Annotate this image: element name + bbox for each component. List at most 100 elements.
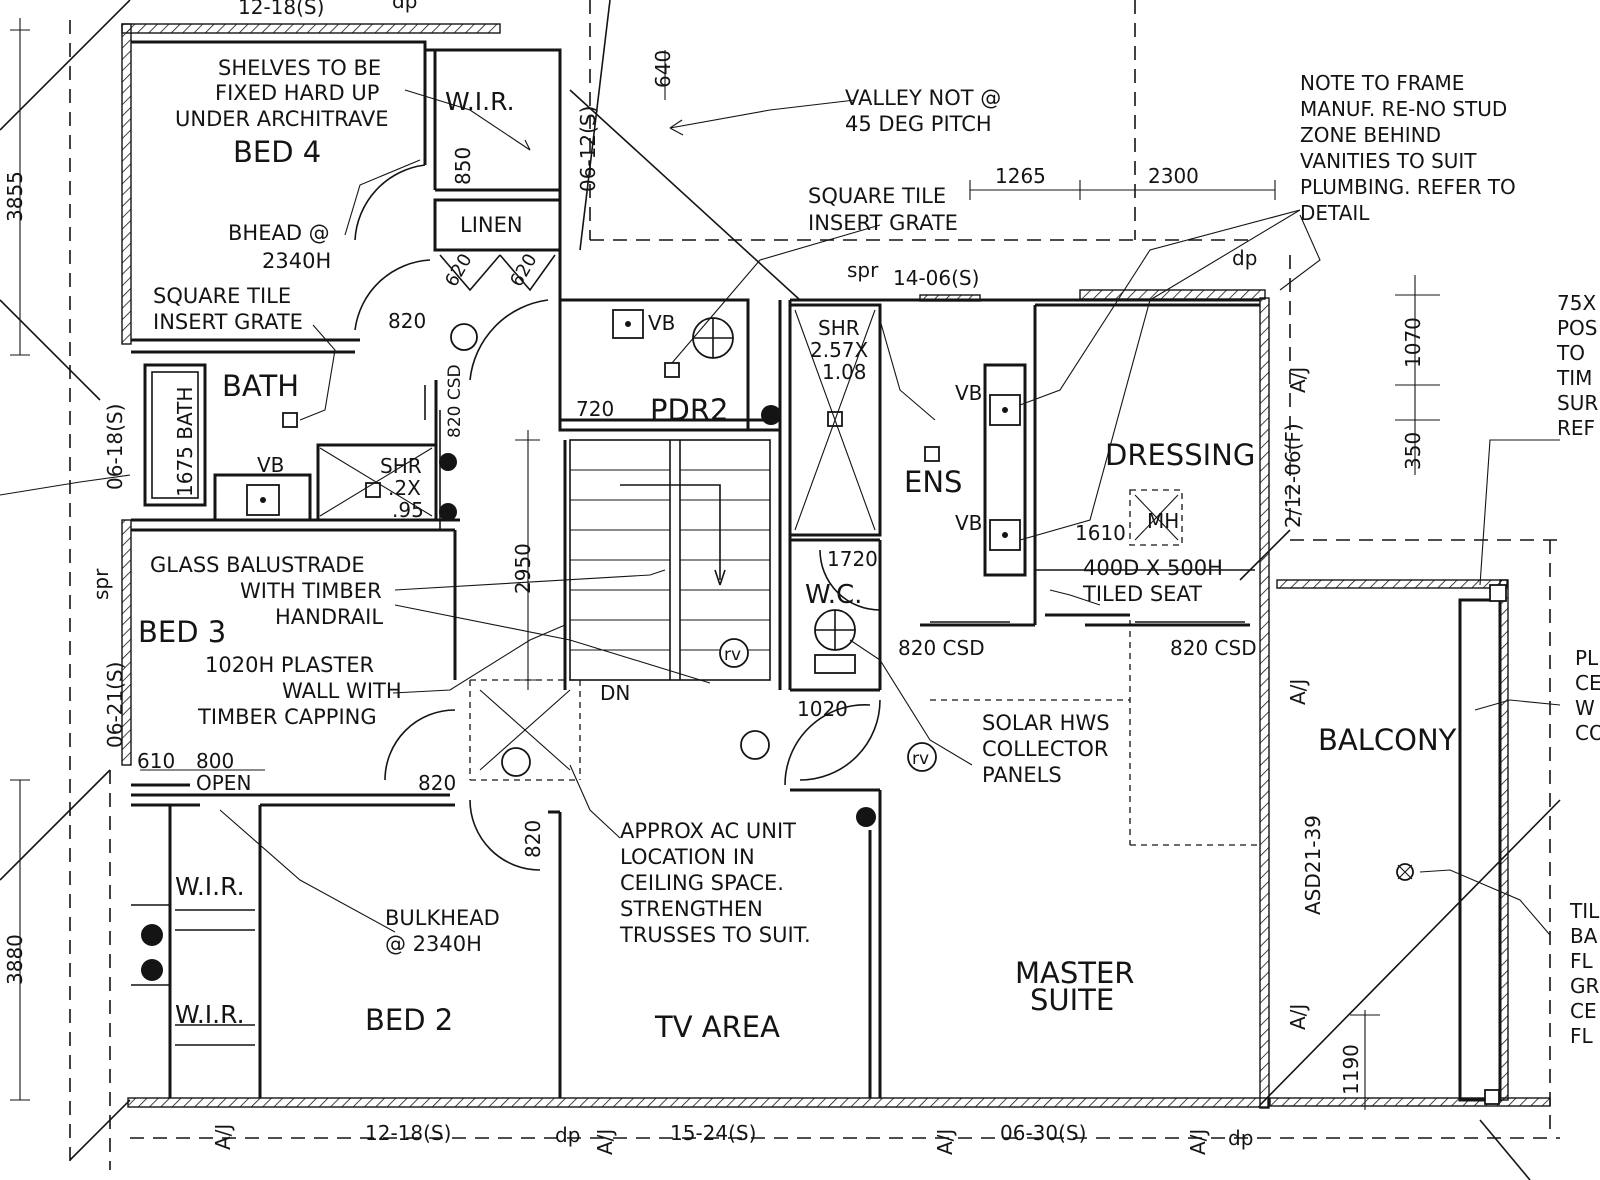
note-solar-1: SOLAR HWS [982, 711, 1110, 735]
room-label-balcony: BALCONY [1318, 723, 1457, 757]
note-frame-5: PLUMBING. REFER TO [1300, 175, 1516, 199]
dim-14-06: 14-06(S) [893, 266, 979, 290]
room-label-pdr2: PDR2 [650, 393, 728, 427]
note-shr-bath-3: .95 [392, 498, 424, 522]
room-label-bath: BATH [222, 369, 299, 403]
dim-2300: 2300 [1148, 164, 1199, 188]
note-right1-1: 75X [1557, 291, 1596, 315]
note-ac-2: LOCATION IN [620, 845, 755, 869]
dim-1720: 1720 [827, 547, 878, 571]
note-right3-1: TIL [1569, 899, 1600, 923]
dim-spr-top: spr [847, 258, 879, 282]
label-vb-bath: VB [257, 453, 284, 477]
note-frame-2: MANUF. RE-NO STUD [1300, 97, 1507, 121]
label-vb-ens-1: VB [955, 381, 982, 405]
room-label-wir-b: W.I.R. [175, 1000, 245, 1029]
note-right3-3: FL [1570, 949, 1594, 973]
room-label-linen: LINEN [460, 213, 523, 237]
note-right3-2: BA [1570, 924, 1598, 948]
note-grate1-2: INSERT GRATE [153, 310, 303, 334]
dim-12-18-top: 12-18(S) [238, 0, 324, 19]
note-glass-2: WITH TIMBER [240, 579, 382, 603]
note-ac-3: CEILING SPACE. [620, 871, 784, 895]
note-valley-1: VALLEY NOT @ [845, 86, 1001, 110]
note-seat-1: 400D X 500H [1083, 556, 1223, 580]
room-labels: BED 4 BATH BED 3 BED 2 W.I.R. W.I.R. W.I… [138, 87, 1457, 1044]
dim-820-csd-bath: 820 CSD [445, 364, 465, 438]
label-vb-ens-2: VB [955, 511, 982, 535]
note-right1-4: TIM [1556, 366, 1592, 390]
note-right1-2: POS [1557, 316, 1598, 340]
room-label-wir-a: W.I.R. [175, 872, 245, 901]
note-solar-2: COLLECTOR [982, 737, 1108, 761]
fixtures [141, 309, 1507, 1105]
note-frame-3: ZONE BEHIND [1300, 123, 1441, 147]
dim-dp-2: dp [1232, 246, 1257, 270]
note-shr-bath-2: .2X [388, 476, 421, 500]
dim-rv-1: rv [724, 645, 741, 665]
note-right2-3: W [1575, 696, 1595, 720]
dim-820-c: 820 [521, 820, 545, 858]
note-solar-3: PANELS [982, 763, 1062, 787]
staircase [469, 439, 771, 781]
leader-lines [0, 89, 1561, 936]
dim-2950: 2950 [511, 543, 535, 594]
note-grate2-1: SQUARE TILE [808, 184, 946, 208]
dim-1610: 1610 [1075, 521, 1126, 545]
dim-aj-bottom-4: A/J [1186, 1129, 1210, 1155]
room-label-suite: SUITE [1030, 983, 1114, 1017]
note-bath-length: 1675 BATH [173, 387, 197, 497]
dim-620-a: 620 [441, 250, 476, 290]
note-right2-4: CO [1575, 721, 1600, 745]
dim-06-30: 06-30(S) [1000, 1121, 1086, 1145]
note-bulkhead-2: @ 2340H [385, 932, 482, 956]
room-label-tv-area: TV AREA [654, 1010, 780, 1044]
dim-open: OPEN [196, 771, 251, 795]
room-label-bed3: BED 3 [138, 615, 226, 649]
dim-1020: 1020 [797, 697, 848, 721]
note-plaster-1: 1020H PLASTER [205, 653, 374, 677]
dim-spr-left: spr [89, 568, 113, 600]
door-swings [354, 164, 1245, 871]
note-plaster-2: WALL WITH [282, 679, 402, 703]
dim-aj-bottom-2: A/J [593, 1129, 617, 1155]
exterior-walls [121, 23, 1551, 1109]
dim-dp-top: dp [392, 0, 417, 13]
note-shelves-1: SHELVES TO BE [218, 56, 381, 80]
room-label-wc: W.C. [805, 580, 862, 610]
dim-15-24: 15-24(S) [670, 1121, 756, 1145]
note-bhead-1: BHEAD @ [228, 221, 330, 245]
note-grate2-2: INSERT GRATE [808, 211, 958, 235]
dim-rv-2: rv [912, 749, 929, 769]
dim-2-12-06: 2/12-06(F) [1281, 423, 1305, 528]
note-right3-6: FL [1570, 1024, 1594, 1048]
dim-3855: 3855 [3, 171, 27, 222]
dimension-lines [10, 18, 1440, 1110]
note-shr-ens-3: 1.08 [822, 360, 867, 384]
note-shr-bath-1: SHR [380, 454, 422, 478]
note-glass-3: HANDRAIL [275, 605, 383, 629]
note-plaster-3: TIMBER CAPPING [197, 705, 377, 729]
dim-mh: MH [1147, 509, 1179, 533]
dim-1265: 1265 [995, 164, 1046, 188]
note-shelves-2: FIXED HARD UP [215, 81, 379, 105]
dim-asd21-39: ASD21-39 [1301, 815, 1325, 915]
note-bhead-2: 2340H [262, 249, 331, 273]
dim-dn: DN [600, 681, 630, 705]
dim-850: 850 [451, 147, 475, 185]
note-bulkhead-1: BULKHEAD [385, 906, 500, 930]
dim-06-21: 06-21(S) [103, 662, 127, 748]
note-shelves-3: UNDER ARCHITRAVE [175, 107, 389, 131]
dim-820-csd-dressing: 820 CSD [1170, 636, 1257, 660]
note-right1-6: REF [1557, 416, 1595, 440]
note-glass-1: GLASS BALUSTRADE [150, 553, 365, 577]
label-vb-pdr2: VB [648, 311, 675, 335]
dim-06-12: 06-12(S) [576, 106, 600, 192]
dim-aj-bottom-1: A/J [211, 1124, 235, 1150]
roof-outline [0, 0, 1561, 1180]
dim-aj-1: A/J [1286, 367, 1310, 393]
room-label-dressing: DRESSING [1105, 438, 1255, 472]
note-frame-1: NOTE TO FRAME [1300, 71, 1464, 95]
note-shr-ens-2: 2.57X [810, 338, 869, 362]
note-right1-5: SUR [1557, 391, 1598, 415]
